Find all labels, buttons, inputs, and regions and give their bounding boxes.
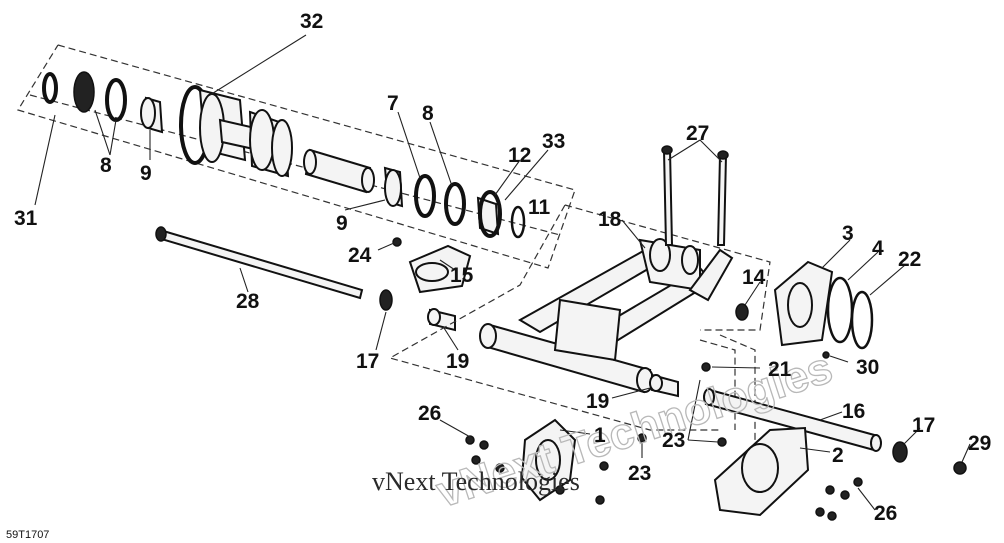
callout-26-left: 26 <box>418 402 441 425</box>
part-3-cover <box>773 260 834 347</box>
part-23-bolt-b <box>717 437 727 447</box>
part-18-swing-arm <box>479 238 734 394</box>
part-11-ring <box>510 205 526 239</box>
callout-15: 15 <box>450 264 474 287</box>
part-26-bolts-left <box>465 435 605 505</box>
callout-29: 29 <box>968 432 991 455</box>
part-27-bolts <box>661 145 729 246</box>
callout-16: 16 <box>842 400 865 423</box>
watermark-small-text: vNext Technologies <box>372 467 580 496</box>
callout-26-right: 26 <box>874 502 897 525</box>
part-23-bolt-a <box>637 433 647 443</box>
callout-31: 31 <box>14 207 38 230</box>
part-22-o-ring <box>850 290 874 350</box>
part-14-bushing <box>735 303 749 321</box>
part-24-bolt <box>392 237 402 247</box>
callout-23-lower: 23 <box>628 462 651 485</box>
part-4-o-ring <box>826 276 854 344</box>
part-16-shaft <box>703 388 882 452</box>
figure-reference: 59T1707 <box>6 529 49 541</box>
part-19-bushing-upper <box>427 308 456 332</box>
callout-17-left: 17 <box>356 350 379 373</box>
callout-23-upper: 23 <box>662 429 685 452</box>
part-2-right-plate <box>713 426 810 517</box>
leader-lines <box>34 34 971 511</box>
part-17-nut-right <box>892 441 908 463</box>
callout-14: 14 <box>742 266 766 289</box>
callout-7: 7 <box>387 92 399 115</box>
part-29-cap-nut <box>953 461 967 475</box>
callout-33: 33 <box>542 130 565 153</box>
callout-28: 28 <box>236 290 260 313</box>
part-32-bushing-assembly <box>179 85 293 178</box>
part-shaft-sleeve <box>303 148 375 194</box>
callout-9-left: 9 <box>140 162 152 185</box>
part-23-bolt-c <box>599 461 609 471</box>
part-30-screw <box>822 351 830 359</box>
callout-19-upper: 19 <box>446 350 469 373</box>
callout-32: 32 <box>300 10 323 33</box>
callout-12: 12 <box>508 144 531 167</box>
part-1-left-plate <box>520 418 577 502</box>
callout-3: 3 <box>842 222 854 245</box>
part-12-33-bushing <box>476 190 502 238</box>
part-7-seal <box>414 174 436 218</box>
callout-2: 2 <box>832 444 844 467</box>
callout-8-right: 8 <box>422 102 434 125</box>
part-21-bolt <box>701 362 711 372</box>
part-8-bearing-right <box>444 182 466 226</box>
part-17-nut-left <box>379 289 393 311</box>
part-9-spacer-right <box>383 166 404 208</box>
part-15-bracket <box>408 244 472 294</box>
callout-8-left: 8 <box>100 154 112 177</box>
callout-18: 18 <box>598 208 622 231</box>
callout-4: 4 <box>872 237 884 260</box>
callout-30: 30 <box>856 356 879 379</box>
callout-9-right: 9 <box>336 212 348 235</box>
callout-24: 24 <box>348 244 372 267</box>
part-19-bushing-lower <box>649 373 679 398</box>
callout-1: 1 <box>594 424 606 447</box>
callout-labels: 32 31 8 9 7 8 9 12 33 11 27 18 3 4 22 24… <box>14 10 991 525</box>
part-28-long-bolt <box>155 226 364 300</box>
part-31-ring <box>42 72 58 104</box>
part-9-spacer-left <box>140 96 164 134</box>
callout-27: 27 <box>686 122 709 145</box>
callout-21: 21 <box>768 358 792 381</box>
part-26-bolts-right <box>815 477 863 521</box>
callout-22: 22 <box>898 248 921 271</box>
callout-17-right: 17 <box>912 414 935 437</box>
callout-19-lower: 19 <box>586 390 609 413</box>
callout-11: 11 <box>528 196 551 219</box>
